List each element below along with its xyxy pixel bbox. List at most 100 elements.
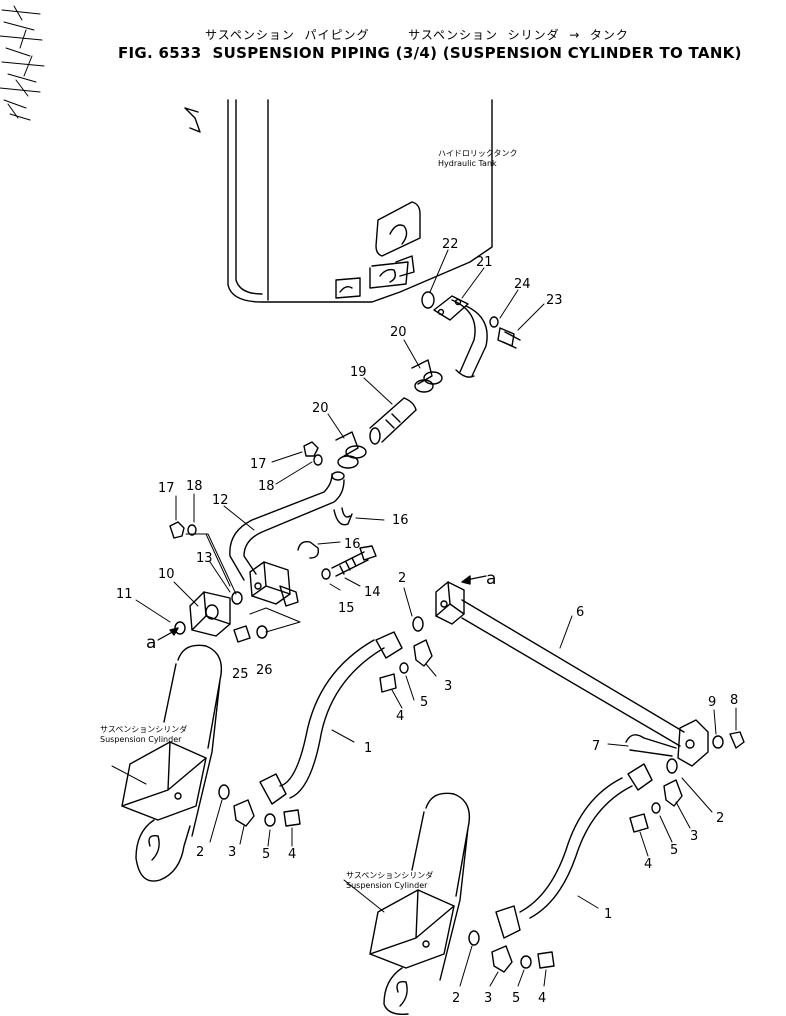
callout-25: 25 [232,667,249,682]
tube-elbow-21 [433,295,488,378]
callout-1-upper: 1 [364,741,372,756]
tank-label-en: Hydraulic Tank [438,159,497,168]
bolt-4-right [629,813,649,833]
callout-21: 21 [476,255,493,270]
callout-11: 11 [116,587,133,602]
callout-6: 6 [576,605,584,620]
callout-2-left: 2 [196,845,204,860]
lockwasher-5-bottom [520,955,532,969]
callout-2-bottom: 2 [452,991,460,1006]
washer-18-left [187,524,197,536]
nut-17-left [169,521,185,539]
u-bolt-16-upper [333,507,353,526]
o-ring-2-bottom [468,930,480,946]
cylinder-right-label-en: Suspension Cylinder [346,881,428,890]
callout-18-left: 18 [186,479,203,494]
callout-5-left: 5 [262,847,270,862]
nut-8 [729,731,745,749]
callout-15: 15 [338,601,355,616]
callout-3-bottom: 3 [484,991,492,1006]
washer-9 [712,735,724,749]
callout-3-left: 3 [228,845,236,860]
callout-22: 22 [442,237,459,252]
callout-5-bottom: 5 [512,991,520,1006]
callout-3-upper: 3 [444,679,452,694]
o-ring-13 [231,591,243,605]
callout-8: 8 [730,693,738,708]
half-clamp-3-bottom [491,945,513,973]
callout-4-upper: 4 [396,709,404,724]
callout-19: 19 [350,365,367,380]
ref-arrowheads [169,575,471,636]
callout-7: 7 [592,739,600,754]
tube-6 [435,581,709,767]
o-ring-11 [174,621,186,635]
tube-12 [229,471,345,581]
leader-lines [111,249,737,987]
suspension-cylinder-left [121,644,223,882]
hydraulic-tank [184,99,493,303]
tank-label-jp: ハイドロリックタンク [438,149,518,158]
callout-4-right: 4 [644,857,652,872]
o-ring-2-left [218,784,230,800]
callout-16-lower: 16 [344,537,361,552]
callout-numbers: 22 21 24 23 20 19 20 17 18 17 18 12 16 1… [116,237,738,1006]
cylinder-left-label-jp: サスペンションシリンダ [100,724,187,734]
washer-24 [489,316,499,328]
bolt-4-bottom [537,951,555,969]
cylinder-right-label-jp: サスペンションシリンダ [346,870,433,880]
callout-1-lower: 1 [604,907,612,922]
hose-1-lower [495,763,653,939]
callout-20-upper: 20 [390,325,407,340]
callout-2-right: 2 [716,811,724,826]
callout-16-upper: 16 [392,513,409,528]
lockwasher-5-left [264,813,276,827]
component-labels: ハイドロリックタンク Hydraulic Tank サスペンションシリンダ Su… [100,149,518,890]
callout-12: 12 [212,493,229,508]
callout-18-upper: 18 [258,479,275,494]
hose-1-upper [259,631,403,805]
u-bolt-16-lower [297,540,320,559]
callout-26: 26 [256,663,273,678]
callout-5-upper: 5 [420,695,428,710]
cylinder-left-label-en: Suspension Cylinder [100,735,182,744]
bolt-14 [331,545,377,577]
callout-3-right: 3 [690,829,698,844]
callout-2-upper: 2 [398,571,406,586]
bolt-4-left [283,809,301,827]
washer-15 [321,568,331,580]
u-bolt-7 [625,734,677,757]
scan-noise [0,5,45,121]
callout-14: 14 [364,585,381,600]
callout-13: 13 [196,551,213,566]
ref-a-right: a [486,569,496,589]
callout-24: 24 [514,277,531,292]
plug-25 [233,625,251,643]
callout-20-lower: 20 [312,401,329,416]
half-clamp-3-left [233,799,255,827]
callout-17-left: 17 [158,481,175,496]
callout-10: 10 [158,567,175,582]
half-clamp-3-upper [413,639,433,667]
bolt-4-upper [379,673,397,693]
hose-clamp-20-upper [411,359,443,393]
half-clamp-3-right [663,779,683,807]
washer-18-upper [313,454,323,466]
bolt-23 [497,327,521,349]
callout-17-upper: 17 [250,457,267,472]
callout-4-bottom: 4 [538,991,546,1006]
o-ring-2-upper [412,616,424,632]
split-flange-10 [189,591,231,637]
nut-17-upper [303,441,319,457]
suspension-cylinder-right [369,792,471,1015]
lockwasher-5-upper [399,662,409,674]
title-english: FIG. 6533 SUSPENSION PIPING (3/4) (SUSPE… [118,44,742,62]
callout-23: 23 [546,293,563,308]
callout-4-left: 4 [288,847,296,862]
lockwasher-5-right [651,802,661,814]
ref-a-left: a [146,633,156,653]
o-ring-22 [421,291,435,309]
hose-clamp-20-lower [335,431,367,469]
